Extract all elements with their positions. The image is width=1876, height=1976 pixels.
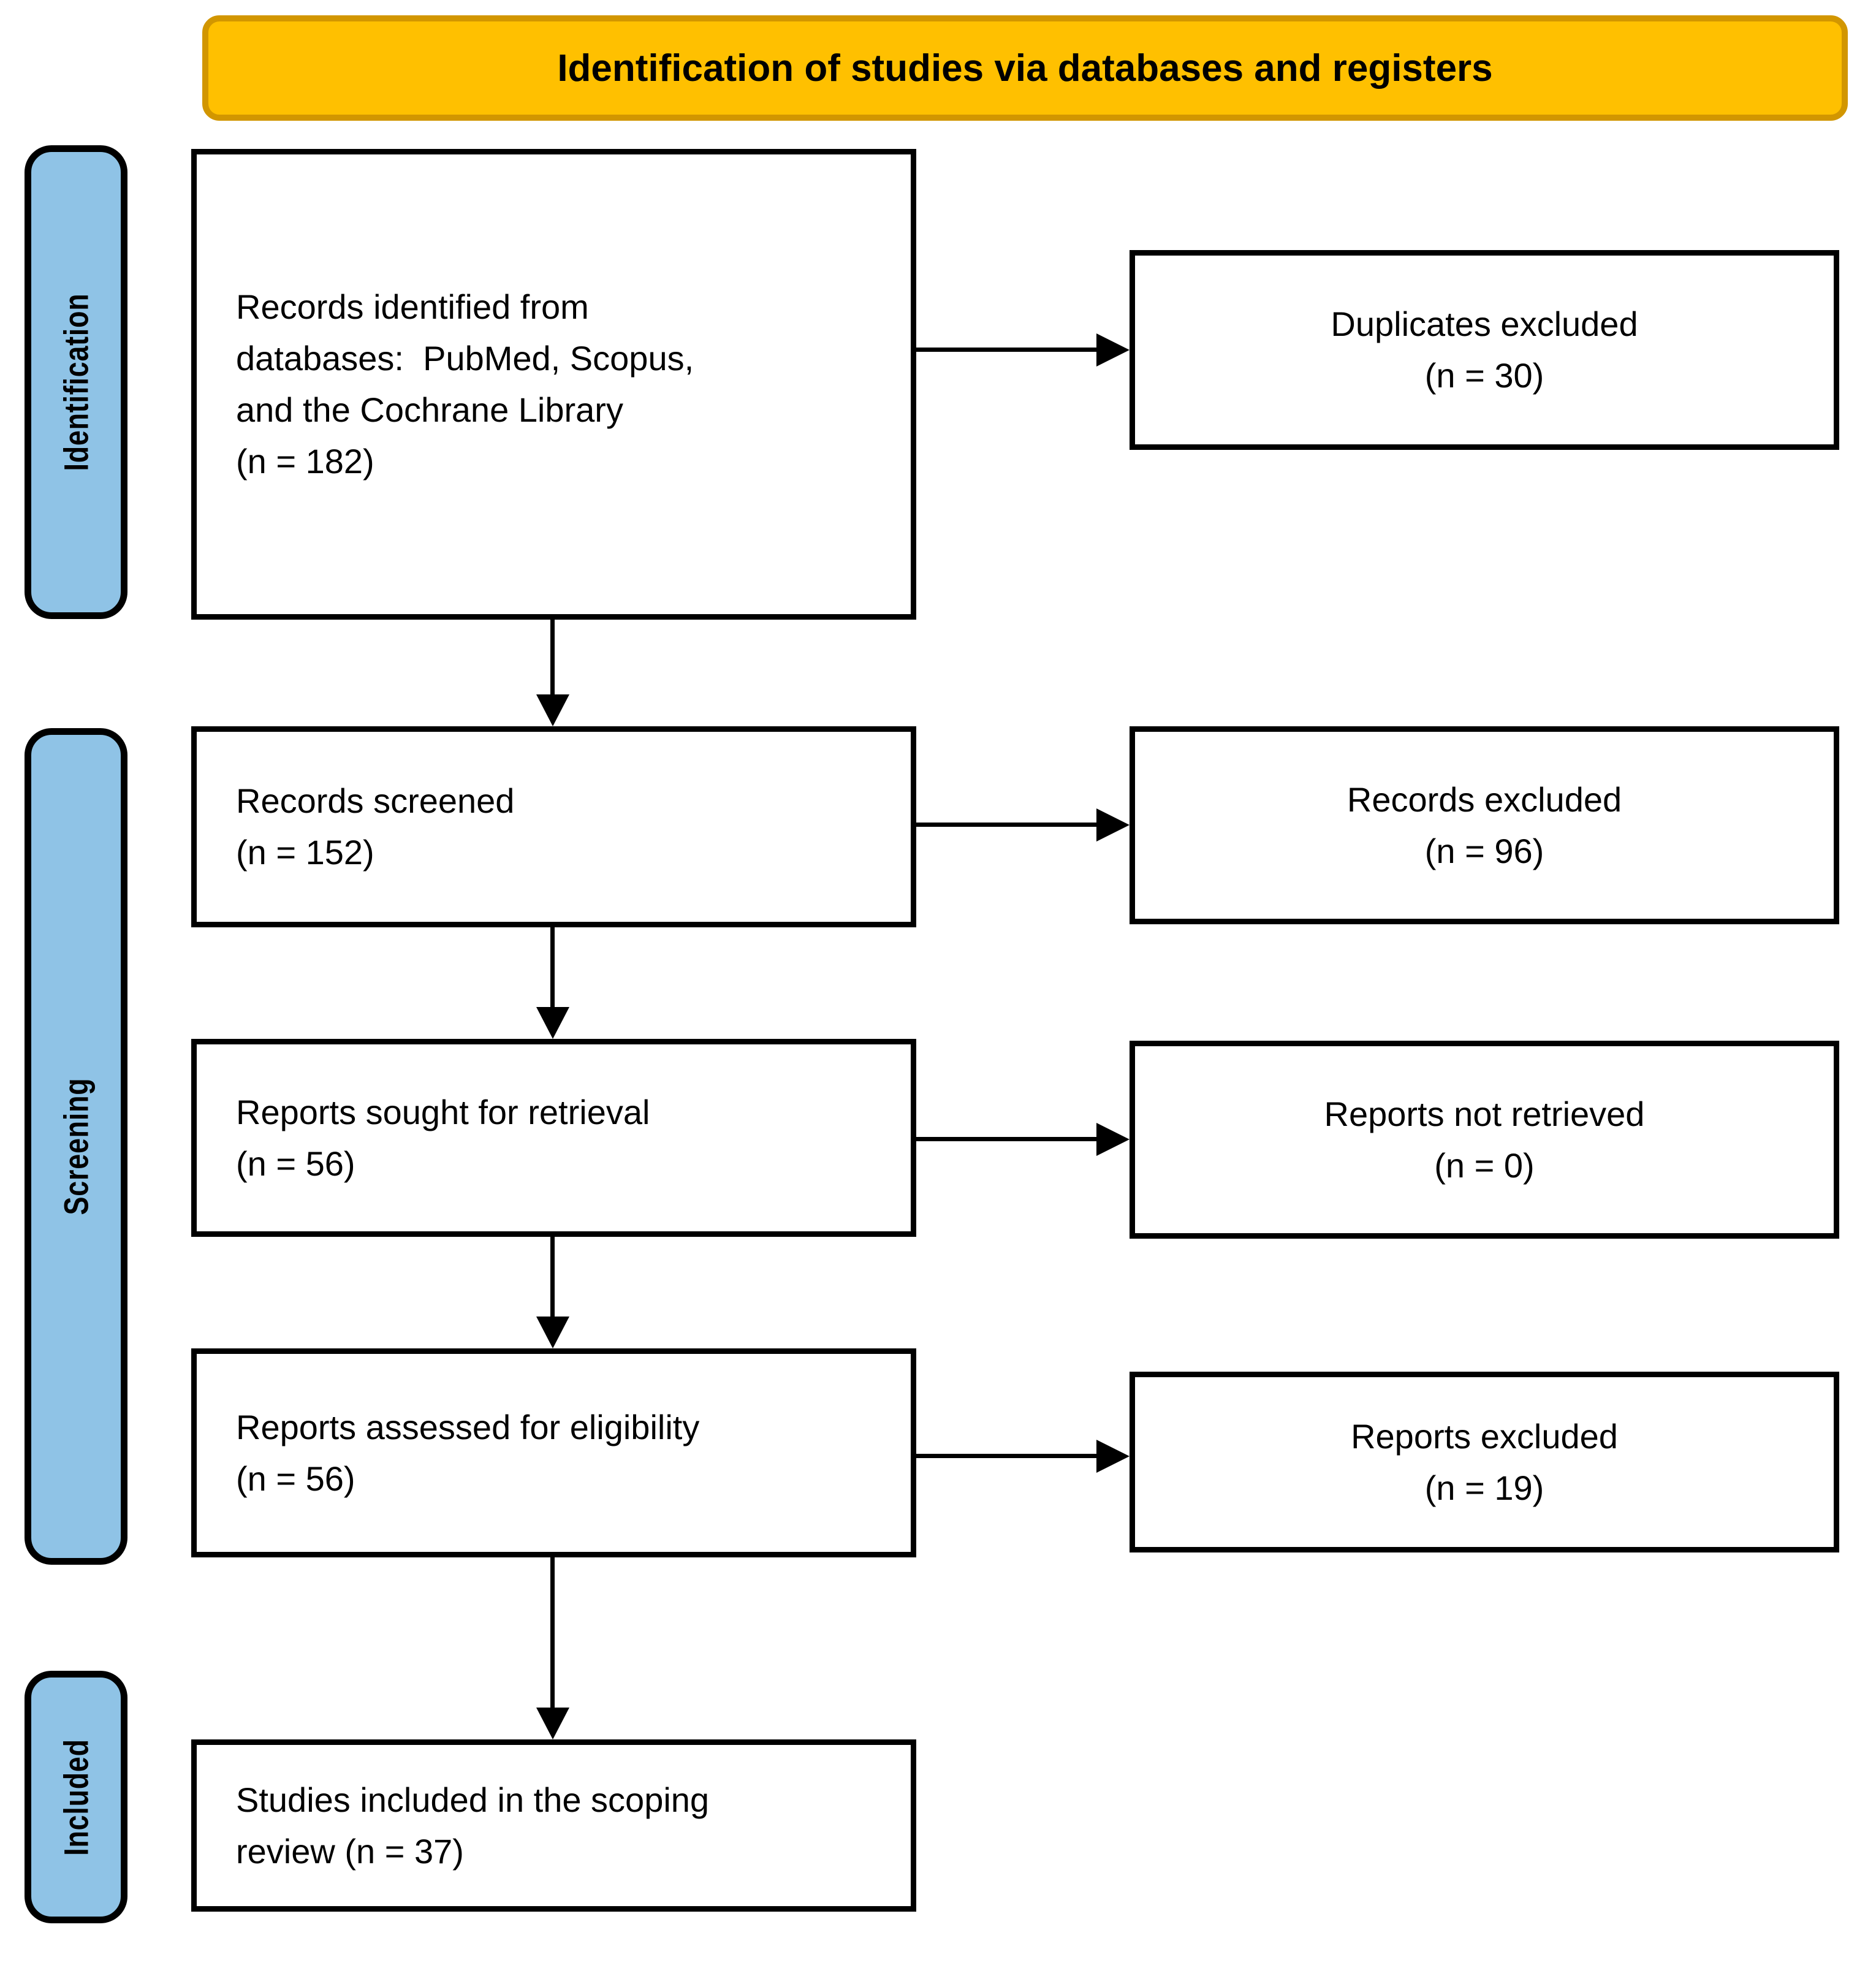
box-records-screened: Records screened (n = 152)	[191, 726, 916, 927]
stage-identification-label: Identification	[56, 293, 96, 471]
box-records-screened-text: Records screened (n = 152)	[236, 781, 515, 872]
arrowhead-down-icon	[536, 694, 569, 726]
stage-included: Included	[25, 1671, 127, 1923]
stage-screening: Screening	[25, 728, 127, 1565]
arrowhead-right-icon	[1096, 333, 1130, 367]
box-studies-included-text: Studies included in the scoping review (…	[236, 1780, 710, 1871]
arrowhead-right-icon	[1096, 1440, 1130, 1473]
box-reports-sought-text: Reports sought for retrieval (n = 56)	[236, 1092, 650, 1183]
connector-screened-to-sought	[550, 927, 555, 1010]
connector-identified-to-screened	[550, 619, 555, 697]
connector-assessed-to-included	[550, 1557, 555, 1709]
diagram-title-banner: Identification of studies via databases …	[202, 15, 1848, 121]
stage-screening-label: Screening	[56, 1077, 96, 1215]
box-duplicates-excluded: Duplicates excluded (n = 30)	[1130, 250, 1839, 450]
box-reports-assessed-text: Reports assessed for eligibility (n = 56…	[236, 1407, 700, 1498]
connector-identified-to-duplicates	[916, 348, 1098, 352]
arrowhead-down-icon	[536, 1007, 569, 1039]
box-reports-excluded-text: Reports excluded (n = 19)	[1351, 1416, 1618, 1507]
connector-sought-to-not-retrieved	[916, 1137, 1098, 1141]
arrowhead-down-icon	[536, 1317, 569, 1348]
box-reports-sought: Reports sought for retrieval (n = 56)	[191, 1039, 916, 1237]
diagram-title: Identification of studies via databases …	[557, 47, 1493, 89]
box-reports-not-retrieved: Reports not retrieved (n = 0)	[1130, 1041, 1839, 1239]
box-reports-excluded: Reports excluded (n = 19)	[1130, 1372, 1839, 1552]
stage-identification: Identification	[25, 145, 127, 619]
box-records-identified-text: Records identified from databases: PubMe…	[236, 287, 694, 481]
arrowhead-right-icon	[1096, 1123, 1130, 1156]
box-records-excluded-text: Records excluded (n = 96)	[1346, 780, 1622, 870]
arrowhead-down-icon	[536, 1708, 569, 1739]
arrowhead-right-icon	[1096, 808, 1130, 842]
stage-included-label: Included	[56, 1738, 96, 1856]
connector-assessed-to-excluded	[916, 1454, 1098, 1458]
connector-screened-to-excluded	[916, 823, 1098, 827]
box-records-excluded: Records excluded (n = 96)	[1130, 726, 1839, 924]
connector-sought-to-assessed	[550, 1237, 555, 1318]
box-duplicates-excluded-text: Duplicates excluded (n = 30)	[1331, 305, 1638, 395]
box-reports-assessed: Reports assessed for eligibility (n = 56…	[191, 1348, 916, 1557]
box-studies-included: Studies included in the scoping review (…	[191, 1739, 916, 1912]
box-records-identified: Records identified from databases: PubMe…	[191, 149, 916, 620]
box-reports-not-retrieved-text: Reports not retrieved (n = 0)	[1324, 1094, 1645, 1185]
